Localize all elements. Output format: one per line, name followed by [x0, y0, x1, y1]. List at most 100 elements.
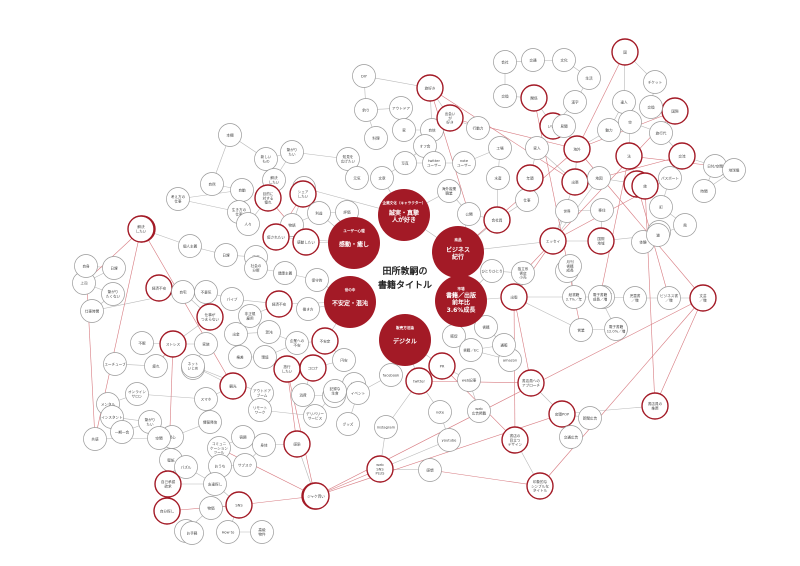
node-shintai: 身体	[252, 433, 276, 457]
node-circle	[220, 287, 244, 311]
node-design: 書店の目立つデザイン	[501, 426, 529, 454]
node-shinbun: 新聞広告	[578, 406, 602, 430]
node-stress: ストレス	[159, 330, 187, 358]
hub-tag: 世の中	[345, 287, 356, 292]
node-hitobito: 人々	[236, 212, 260, 236]
node-label: 旅行したい	[282, 364, 293, 373]
node-gennou: 元気	[345, 166, 369, 190]
node-label: 目的に対する憧れ	[263, 191, 274, 205]
node-circle	[181, 354, 205, 378]
node-circle	[578, 406, 602, 430]
edge-red	[141, 228, 234, 387]
hub-circle	[379, 314, 431, 366]
node-circle	[254, 147, 278, 171]
node-label: 地図	[595, 175, 603, 180]
node-densho2: 電子書籍成長／増	[588, 285, 612, 309]
node-circle	[611, 38, 639, 66]
node-circle	[354, 98, 378, 122]
hub-label: 不安定・混沌	[332, 300, 368, 308]
node-chizu: 地図	[587, 166, 611, 190]
node-label: オンラインサロン	[128, 389, 146, 398]
node-shashin: 写真	[393, 151, 417, 175]
node-circle	[562, 285, 586, 309]
node-circle	[194, 332, 218, 356]
node-kaigai: 海外	[563, 135, 591, 163]
node-kyoukan: 共感	[83, 427, 107, 451]
node-koukai: 公開	[457, 202, 481, 226]
node-koudoryoku: 行動力	[466, 116, 490, 140]
node-label: 疲れ	[152, 363, 160, 368]
node-label: 書店の目立つデザイン	[508, 433, 523, 447]
node-label: 解決したい	[136, 224, 147, 233]
node-circle	[457, 368, 481, 392]
node-circle	[658, 166, 682, 190]
hub-circle	[378, 189, 430, 241]
node-circle	[174, 455, 198, 479]
node-label: 仕事がつまらない	[201, 312, 219, 321]
node-label: 交通	[529, 57, 537, 62]
node-circle	[305, 268, 329, 292]
node-miryoku: 魅力	[597, 118, 621, 142]
node-note: note	[428, 400, 452, 424]
node-businesssho: ビジネス書／増	[657, 286, 681, 310]
node-label: 空間	[155, 435, 163, 440]
node-circle	[393, 151, 417, 175]
node-label: 共感	[91, 436, 99, 441]
node-kaigaishokuba: 海外複業職業	[437, 179, 461, 203]
node-circle	[459, 338, 483, 362]
node-circle	[101, 282, 125, 306]
node-kankei: 関係	[520, 84, 548, 112]
node-label: 料理	[372, 135, 380, 140]
node-label: 情報発信	[203, 419, 218, 424]
node-label: 考え方の仕事	[171, 194, 186, 203]
node-shigotoishi: 仕事時間	[80, 299, 104, 323]
node-circle	[379, 363, 403, 387]
node-tsunagaritai2: 繋がりたくない	[101, 282, 125, 306]
hub-circle	[328, 217, 380, 269]
node-circle	[248, 398, 272, 422]
node-label: 電子書籍成長／増	[593, 292, 608, 301]
node-circle	[590, 198, 614, 222]
node-circle	[273, 261, 297, 285]
node-circle	[722, 158, 746, 182]
node-label: パスポート	[661, 175, 679, 180]
node-label: シェアしたい	[298, 189, 309, 198]
node-ebook: 書籍／EC	[459, 338, 483, 362]
node-circle	[437, 179, 461, 203]
node-pr: PR	[428, 352, 456, 380]
node-kuni: 国	[611, 38, 639, 66]
hub-label: デジタル	[393, 338, 417, 346]
node-koutsuukoukoku: 交通広告	[559, 425, 583, 449]
node-essay: エッセイ	[539, 227, 567, 255]
node-jouhoukoukan: 情報発信	[198, 410, 222, 434]
node-label: 公開	[465, 211, 473, 216]
node-hou: 法	[615, 142, 643, 170]
node-shuppan: 出版	[500, 283, 528, 311]
node-label: グッズ	[343, 421, 354, 426]
node-ryouri: 料理	[364, 126, 388, 150]
node-label: リモートワーク	[253, 406, 268, 414]
node-paipu: パイプ	[220, 287, 244, 311]
node-label: instagram	[377, 425, 396, 429]
node-diy: DIY	[352, 64, 376, 88]
hub-circle	[432, 226, 484, 278]
node-nikka: 日課	[214, 243, 238, 267]
node-label: 工場	[496, 145, 504, 150]
node-label: 繋がりたい	[287, 147, 298, 156]
node-label: 交通広告	[564, 434, 579, 439]
node-circle	[216, 520, 240, 544]
node-hitobito2: ジャケ買い	[302, 482, 330, 510]
node-share: シェアしたい	[289, 180, 317, 208]
node-label: コミュニケーションツール	[210, 442, 228, 455]
node-label: 書籍	[482, 324, 490, 329]
node-label: 出版	[510, 294, 518, 299]
node-circle	[520, 84, 548, 112]
node-circle	[311, 327, 339, 355]
node-circle	[253, 345, 277, 369]
node-jidousho: 児童書／増	[623, 286, 647, 310]
node-corona: コロナ	[299, 354, 327, 382]
node-hansoku: 販促	[442, 324, 466, 348]
